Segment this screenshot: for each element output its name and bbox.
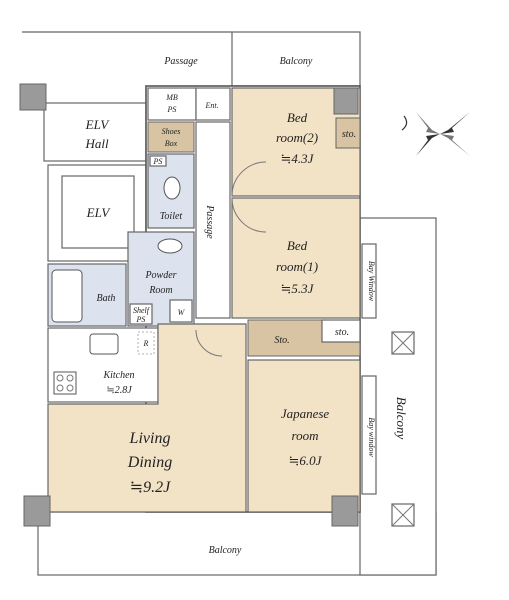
label-bed2-line3: ≒4.3J <box>281 151 315 166</box>
label-elv: ELV <box>86 205 112 220</box>
bay-window-2 <box>361 375 377 495</box>
label-japanese-line2: room <box>292 428 319 443</box>
label-balcony-right: Balcony <box>394 397 409 440</box>
door-arc-living <box>195 329 223 357</box>
storage-bed2 <box>335 117 361 149</box>
label-bed1-line2: room(1) <box>276 259 318 274</box>
label-box: Box <box>165 139 178 148</box>
label-ps-mb: PS <box>167 105 177 114</box>
label-bay-window-1: Bay Window <box>367 261 376 302</box>
label-bed2-line2: room(2) <box>276 130 318 145</box>
burner-icon <box>56 374 64 382</box>
japanese-room <box>247 359 361 513</box>
label-powder-line2: Room <box>148 285 172 296</box>
sink-icon <box>157 238 183 254</box>
ac-unit-cross <box>391 503 415 527</box>
burner-icon <box>66 384 74 392</box>
burner-icon <box>66 374 74 382</box>
label-japanese-line1: Japanese <box>281 406 330 421</box>
label-shoes: Shoes <box>162 127 181 136</box>
pillar <box>333 87 359 115</box>
bay-window-1 <box>361 243 377 319</box>
label-elv-hall-line2: Hall <box>84 136 109 151</box>
label-w: W <box>178 308 186 317</box>
bathtub-icon <box>51 269 83 323</box>
label-passage-top: Passage <box>163 56 198 67</box>
elv-cab <box>61 175 135 249</box>
label-entrance: Ent. <box>204 101 218 110</box>
label-ps-toilet: PS <box>153 157 163 166</box>
stove-icon <box>53 371 77 395</box>
label-balcony-bottom: Balcony <box>209 545 242 556</box>
door-arc-bed2 <box>231 161 267 197</box>
label-shelf: Shelf <box>133 306 151 315</box>
label-ps-shelf: PS <box>136 315 146 324</box>
label-sto-small-2: sto. <box>335 327 349 338</box>
kitchen-sink-icon <box>89 333 119 355</box>
elv-hall-area <box>43 102 147 162</box>
label-bay-window-2: Bay window <box>367 417 376 457</box>
entrance-area <box>195 87 231 121</box>
washer-space <box>169 299 193 323</box>
door-arc-bed1 <box>231 197 267 233</box>
ps-box-toilet <box>149 155 167 167</box>
label-bed1-line3: ≒5.3J <box>281 281 315 296</box>
storage-small-box <box>321 319 361 343</box>
shoes-box <box>147 121 195 153</box>
pillar <box>331 495 359 527</box>
label-living-line1: Living <box>129 430 171 447</box>
label-kitchen-line1: Kitchen <box>102 370 134 381</box>
label-refrigerator: R <box>143 339 149 348</box>
bed-room-1 <box>231 197 361 319</box>
pillar <box>19 83 47 111</box>
pillar <box>23 495 51 527</box>
label-bed1-line1: Bed <box>287 238 308 253</box>
label-sto-bed2: sto. <box>342 129 356 140</box>
toilet-icon <box>163 176 181 200</box>
compass-icon <box>401 112 470 156</box>
label-toilet: Toilet <box>160 211 183 222</box>
label-mb: MB <box>165 93 178 102</box>
shelf-ps-box <box>129 303 153 325</box>
label-living-line2: Dining <box>127 454 172 471</box>
label-powder-line1: Powder <box>144 270 176 281</box>
burner-icon <box>56 384 64 392</box>
ac-unit-cross <box>391 331 415 355</box>
label-kitchen-line2: ≒2.8J <box>106 385 132 396</box>
label-balcony-top: Balcony <box>280 56 313 67</box>
label-bed2-line1: Bed <box>287 110 308 125</box>
label-sto-middle: Sto. <box>274 335 289 346</box>
label-elv-hall-line1: ELV <box>85 117 111 132</box>
passage-vertical-area <box>195 121 231 319</box>
label-japanese-line3: ≒6.0J <box>289 453 323 468</box>
label-passage-vertical: Passage <box>204 204 215 239</box>
refrigerator-space <box>137 331 155 355</box>
label-living-line3: ≒9.2J <box>130 479 171 496</box>
label-bath: Bath <box>97 293 116 304</box>
